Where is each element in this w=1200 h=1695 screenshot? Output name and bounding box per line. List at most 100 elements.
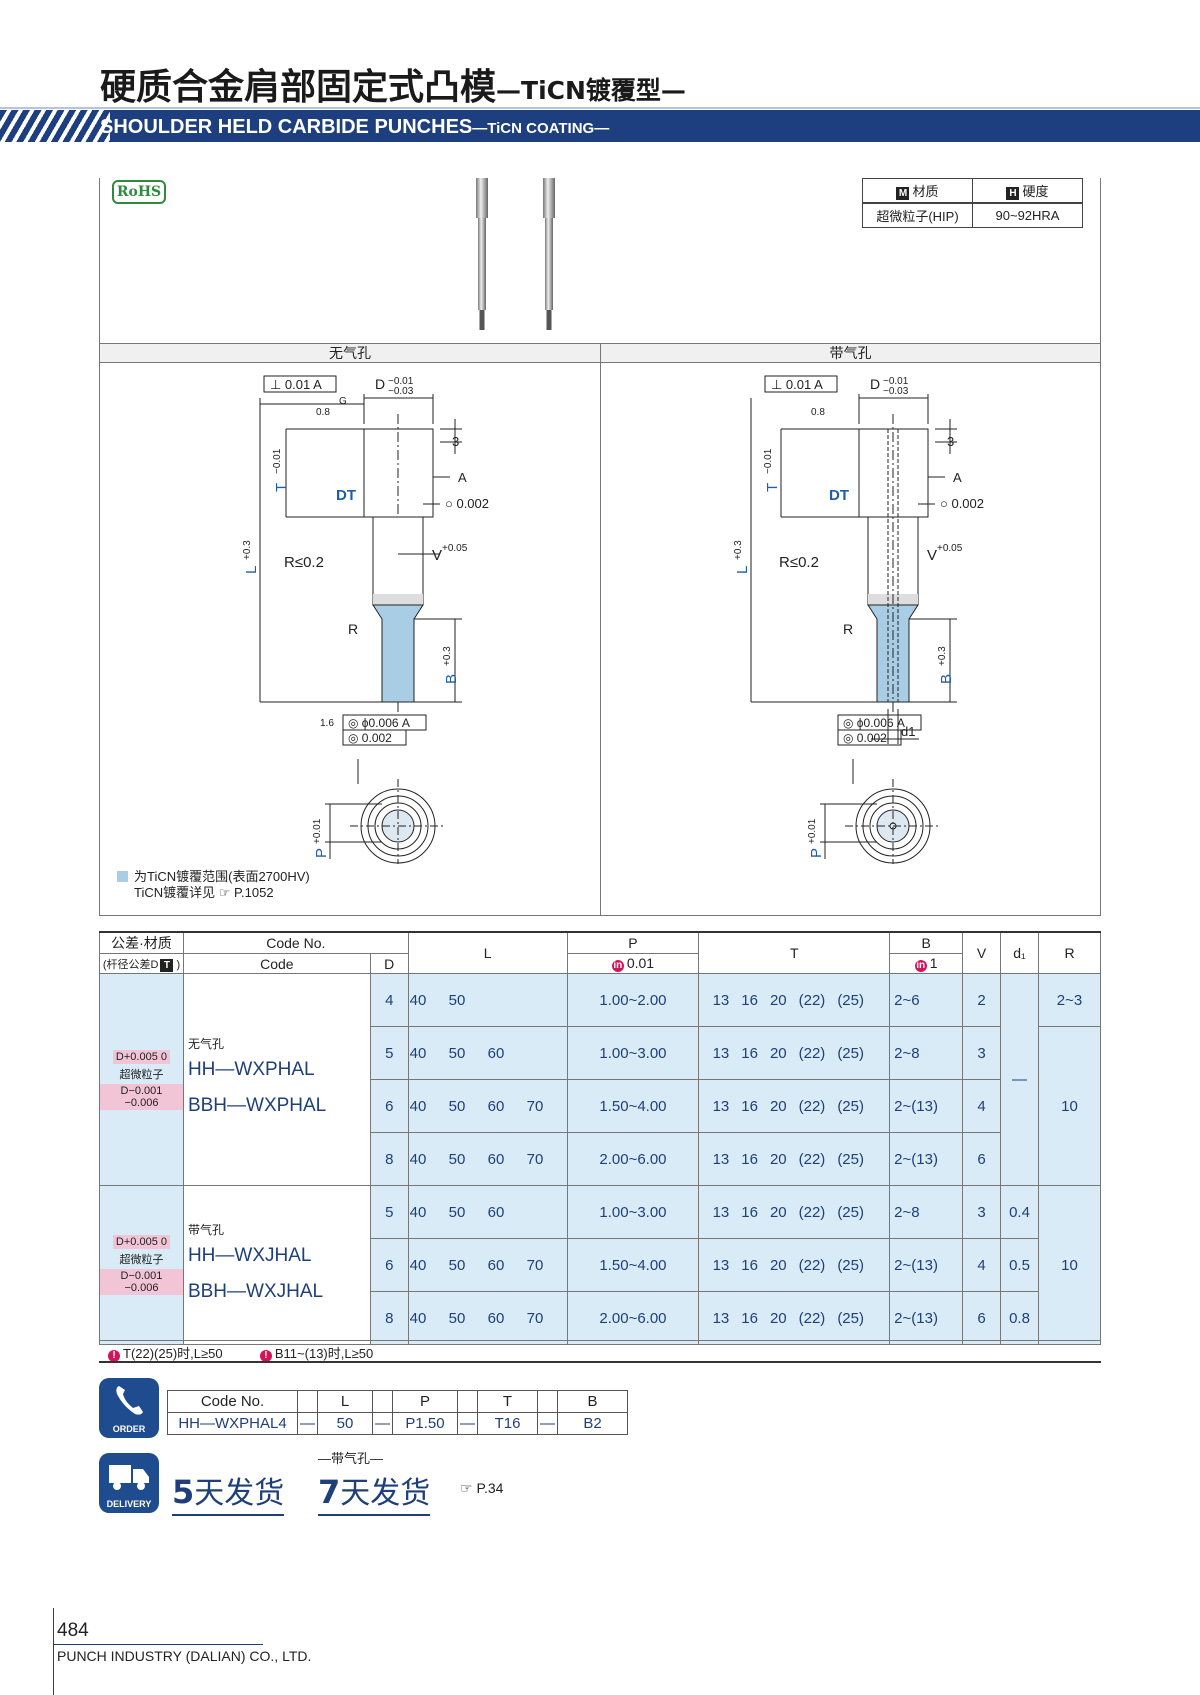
group2-tol1: D+0.005 0 [112,1235,170,1249]
delivery-7-days: 7天发货 [318,1468,431,1516]
notes-rule-bottom [99,1361,1101,1363]
g1r3-p: 2.00~6.00 [566,1132,700,1186]
d-lower: −0.03 [388,386,414,397]
section-no-vent: 无气孔 [100,343,600,363]
group1-d1: — [1000,973,1039,1186]
g2r0-d1: 0.4 [1000,1185,1039,1239]
v-tol-vent: +0.05 [937,543,963,554]
group2-code1[interactable]: HH—WXJHAL [187,1244,312,1266]
th-tol-mat: 公差·材质 [99,931,184,954]
concentric: ◎ 0.002 [348,731,392,745]
g1r1-v: 3 [962,1026,1002,1080]
coating-legend: 为TiCN镀覆范围(表面2700HV) TiCN镀覆详见 ☞ P.1052 [117,869,310,901]
page-number: 484 [57,1620,89,1641]
rough-08-vent: 0.8 [811,407,825,418]
g2r2-v: 6 [962,1291,1002,1345]
g1r0-d: 4 [369,973,409,1027]
v-tol: +0.05 [442,543,468,554]
group2-code2[interactable]: BBH—WXJHAL [187,1280,324,1302]
g2r1-v: 4 [962,1238,1002,1292]
rough-16-bottom: 1.6 [320,718,334,729]
ref-icon: ☞ [460,1480,473,1496]
order-h-code: Code No. [167,1390,298,1413]
th-d1: d₁ [1000,931,1039,974]
g2r2-p: 2.00~6.00 [566,1291,700,1345]
page-subtitle-cn: —TiCN镀覆型— [496,76,686,105]
rough-08: 0.8 [316,407,330,418]
group2-tol2: D−0.001 −0.006 [100,1269,183,1295]
rough-g1: G [339,396,347,407]
order-p: P1.50 [392,1412,458,1435]
p-label: P [313,848,330,858]
group1-tol: D+0.005 0 超微粒子 D−0.001 −0.006 [99,973,184,1186]
r-label: R [348,621,358,637]
b-label: B [443,674,460,684]
l-tol: +0.3 [242,540,253,560]
group1-code1[interactable]: HH—WXPHAL [187,1059,315,1080]
circ-tol-vent: ○ 0.002 [940,496,984,511]
notes-rule [99,1340,1101,1341]
g2r1-b: 2~(13) [889,1238,964,1292]
p-tol: +0.01 [312,818,323,844]
group1-code2[interactable]: BBH—WXPHAL [187,1095,327,1116]
th-code-no: Code No. [182,931,409,954]
order-l: 50 [317,1412,373,1435]
g2r2-d1: 0.8 [1000,1291,1039,1345]
d-label-vent: D [870,376,880,392]
footer-rule-horizontal [53,1644,263,1645]
footer-rule-vertical [53,1608,54,1695]
warn-icon: ! [108,1350,120,1362]
datum-a-vent: A [953,470,962,485]
order-h-l: L [317,1390,373,1413]
hardness-icon: H [1006,187,1020,200]
delivery-ref[interactable]: ☞ P.34 [460,1480,504,1496]
group2-vent: 带气孔 [187,1222,224,1237]
l-label-vent: L [734,566,751,574]
order-t: T16 [477,1412,538,1435]
g2r2-d: 8 [369,1291,409,1345]
title-bar [0,110,1200,142]
order-h-t: T [477,1390,538,1413]
d-label: D [375,376,385,392]
coating-swatch [117,871,128,882]
table-notes: !T(22)(25)时,L≥50 !B11~(13)时,L≥50 [108,1343,373,1362]
t-label-vent: T [764,483,781,492]
p-label-vent: P [808,848,825,858]
l-tol-vent: +0.3 [733,540,744,560]
legend-ref[interactable]: P.1052 [234,885,274,900]
section-with-vent: 带气孔 [601,343,1100,363]
r-le-label: R≤0.2 [284,554,324,571]
perp-tolerance-vent: ⊥ 0.01 A [771,377,823,392]
th-v: V [962,931,1002,974]
drawing-no-vent: ⊥ 0.01 A D −0.01 −0.03 0.8 G 3 A ○ 0.002… [242,375,489,864]
g2r0-b: 2~8 [889,1185,964,1239]
group2-r-10: 10 [1038,1185,1101,1345]
d1-label: d1 [901,724,915,739]
warn-icon: ! [259,1350,272,1362]
page-title-cn: 硬质合金肩部固定式凸模—TiCN镀覆型— [100,67,686,108]
title-stripes [0,110,110,142]
group1-material: 超微粒子 [119,1068,164,1081]
g2r1-p: 1.50~4.00 [566,1238,700,1292]
g1r3-d: 8 [369,1132,409,1186]
order-h-p: P [392,1390,458,1413]
g2r0-v: 3 [962,1185,1002,1239]
g2r1-d: 6 [369,1238,409,1292]
th-d: D [369,953,409,974]
r-le-label-vent: R≤0.2 [779,554,819,571]
punch-photo-left [476,178,488,330]
delivery-5-days: 5天发货 [172,1468,285,1516]
d-upper: −0.01 [388,376,414,387]
